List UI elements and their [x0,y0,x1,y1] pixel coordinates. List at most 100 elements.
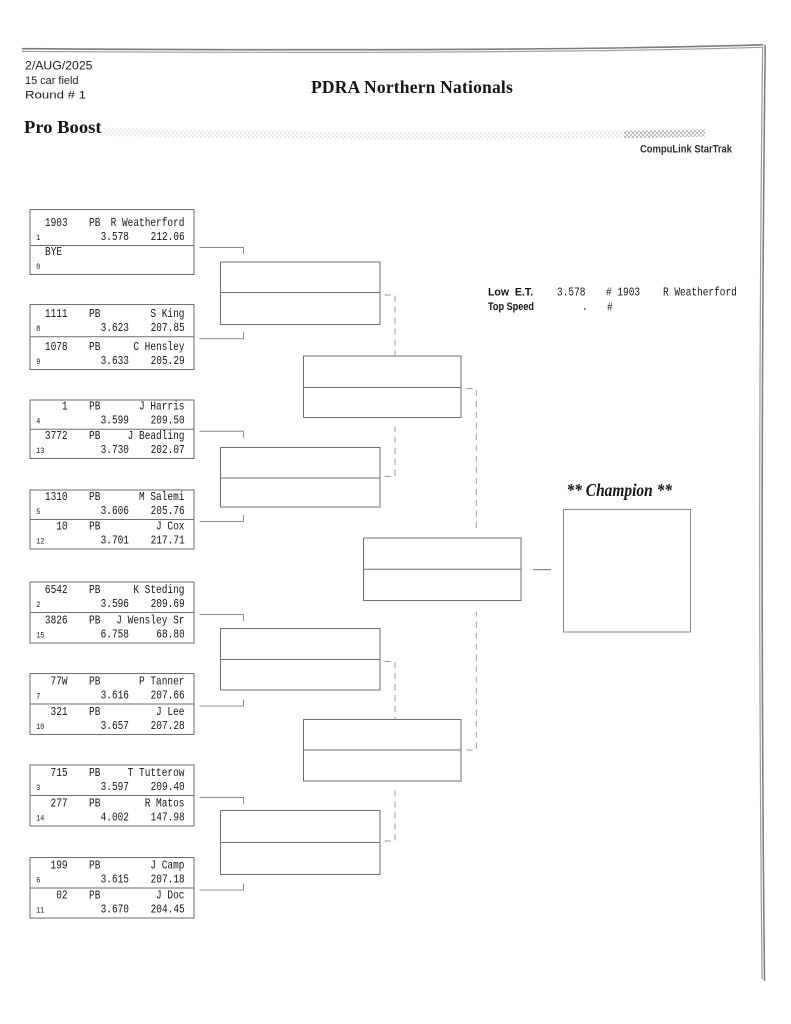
svg-text:11: 11 [36,907,44,916]
svg-text:10: 10 [36,723,44,732]
svg-text:7: 7 [36,693,40,702]
svg-text:.: . [582,301,588,314]
svg-text:#: # [607,302,613,315]
svg-text:3.701: 3.701 [101,535,129,548]
svg-text:K Steding: K Steding [133,584,184,597]
svg-text:M Salemi: M Salemi [139,491,184,504]
svg-text:PB: PB [89,308,101,321]
svg-text:PB: PB [89,341,101,354]
svg-text:3.670: 3.670 [101,904,129,917]
svg-text:3.578: 3.578 [101,231,129,244]
svg-text:R Weatherford: R Weatherford [663,287,737,300]
svg-text:199: 199 [51,860,68,873]
svg-text:3.633: 3.633 [101,355,129,368]
svg-text:PB: PB [89,521,101,534]
svg-text:204.45: 204.45 [151,904,185,917]
svg-text:3.599: 3.599 [101,415,129,428]
svg-text:217.71: 217.71 [151,535,185,548]
svg-text:68.80: 68.80 [156,629,184,642]
svg-text:1: 1 [62,401,68,414]
svg-text:3.597: 3.597 [101,781,129,794]
svg-text:S King: S King [150,308,184,321]
svg-text:5: 5 [36,508,40,517]
svg-text:6542: 6542 [45,584,68,597]
svg-text:J Lee: J Lee [156,706,184,719]
svg-text:0: 0 [36,263,40,272]
svg-text:3.657: 3.657 [101,720,129,733]
svg-text:3.596: 3.596 [101,598,129,611]
svg-text:J Wensley Sr: J Wensley Sr [116,615,184,628]
svg-text:1: 1 [36,234,40,243]
svg-text:14: 14 [36,815,44,824]
svg-text:R Weatherford: R Weatherford [111,217,185,230]
svg-text:# 1903: # 1903 [606,287,640,300]
svg-text:3.623: 3.623 [101,322,129,335]
svg-text:PB: PB [89,491,101,504]
svg-text:J Harris: J Harris [139,401,184,414]
svg-text:3826: 3826 [45,615,68,628]
svg-text:13: 13 [36,447,44,456]
svg-text:J Doc: J Doc [156,890,184,903]
svg-text:9: 9 [36,358,40,367]
svg-text:3.578: 3.578 [557,287,585,300]
svg-text:T Tutterow: T Tutterow [128,767,185,780]
svg-text:PB: PB [89,706,101,719]
svg-text:PB: PB [89,860,101,873]
svg-text:321: 321 [51,706,68,719]
svg-text:715: 715 [51,767,68,780]
svg-text:15: 15 [36,632,44,641]
svg-text:Round # 1: Round # 1 [25,90,86,102]
svg-text:PDRA Northern Nationals: PDRA Northern Nationals [311,77,513,97]
svg-text:1903: 1903 [45,217,68,230]
svg-text:PB: PB [89,217,101,230]
svg-text:4.002: 4.002 [101,812,129,825]
svg-text:Low E.T.: Low E.T. [488,287,533,299]
svg-text:PB: PB [89,798,101,811]
svg-text:212.06: 212.06 [151,231,185,244]
svg-text:3.606: 3.606 [101,505,129,518]
svg-text:10: 10 [56,521,67,534]
svg-text:6.758: 6.758 [101,629,129,642]
svg-text:207.85: 207.85 [151,322,185,335]
svg-text:205.76: 205.76 [151,505,185,518]
svg-text:12: 12 [36,538,44,547]
svg-text:207.66: 207.66 [151,690,185,703]
svg-text:PB: PB [89,767,101,780]
svg-text:277: 277 [51,798,68,811]
svg-text:1111: 1111 [45,308,68,321]
svg-text:C Hensley: C Hensley [133,341,185,354]
svg-text:3.615: 3.615 [101,874,129,887]
svg-text:3772: 3772 [45,430,68,443]
svg-text:147.98: 147.98 [151,812,185,825]
svg-text:3.616: 3.616 [101,690,129,703]
svg-text:BYE: BYE [45,246,62,259]
svg-text:** Champion **: ** Champion ** [567,480,673,500]
svg-text:PB: PB [89,615,101,628]
svg-text:4: 4 [36,418,40,427]
svg-text:P Tanner: P Tanner [139,676,184,689]
svg-text:202.07: 202.07 [151,444,185,457]
svg-text:PB: PB [89,890,101,903]
svg-text:PB: PB [89,430,101,443]
svg-text:205.29: 205.29 [151,355,185,368]
svg-text:209.40: 209.40 [151,781,185,794]
svg-text:8: 8 [36,326,40,335]
svg-text:6: 6 [36,877,40,886]
svg-text:3.730: 3.730 [101,444,129,457]
svg-text:207.28: 207.28 [151,720,185,733]
svg-text:PB: PB [89,401,101,414]
svg-text:2/AUG/2025: 2/AUG/2025 [25,59,93,73]
svg-text:PB: PB [89,676,101,689]
svg-text:J Cox: J Cox [156,521,184,534]
svg-text:209.69: 209.69 [151,598,185,611]
svg-text:Top Speed: Top Speed [488,301,534,313]
svg-text:CompuLink StarTrak: CompuLink StarTrak [640,144,733,156]
svg-text:209.50: 209.50 [151,415,185,428]
svg-text:J Beadling: J Beadling [128,430,185,443]
svg-text:R Matos: R Matos [145,798,185,811]
svg-text:1078: 1078 [45,341,68,354]
svg-text:207.18: 207.18 [151,874,185,887]
svg-text:3: 3 [36,784,40,793]
svg-text:02: 02 [56,890,67,903]
svg-text:1310: 1310 [45,491,68,504]
